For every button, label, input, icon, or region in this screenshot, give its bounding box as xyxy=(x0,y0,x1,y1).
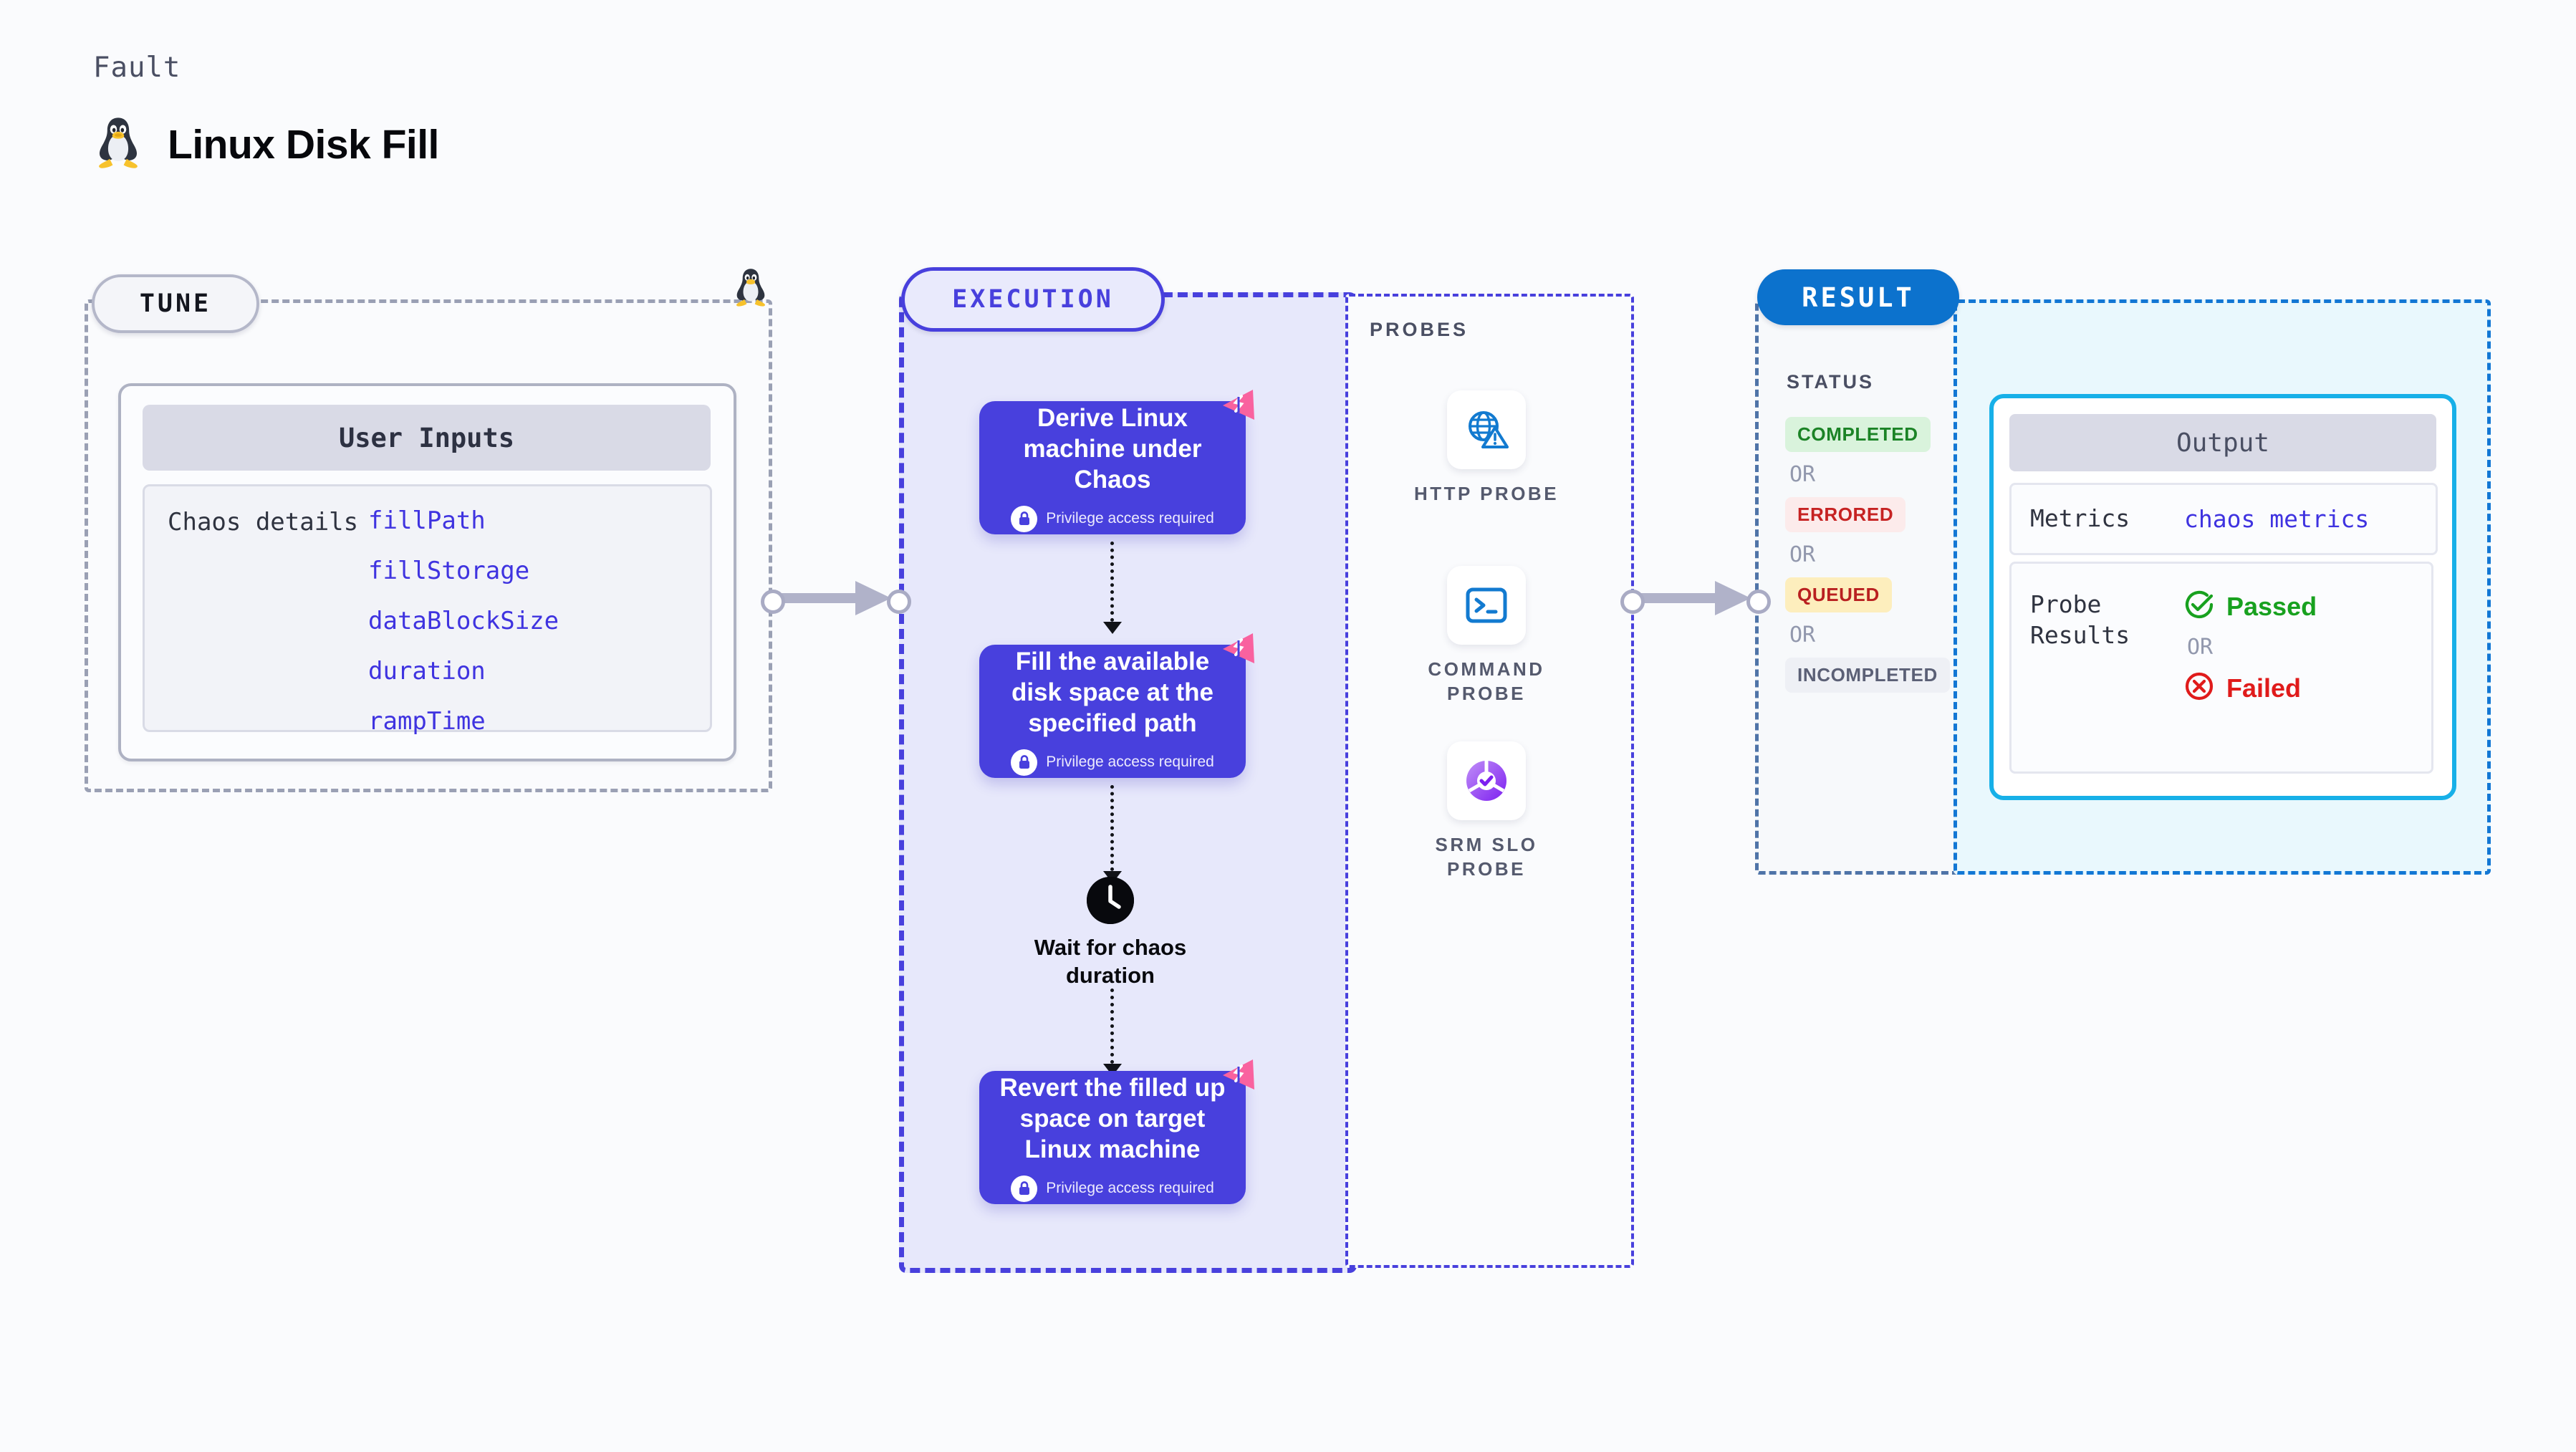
execution-step-card[interactable]: Derive Linux machine under Chaos Privile… xyxy=(979,390,1254,534)
chaos-param[interactable]: dataBlockSize xyxy=(368,607,559,635)
flow-arrow-icon xyxy=(1103,622,1122,634)
slo-donut-check-icon xyxy=(1447,741,1526,820)
chaos-param[interactable]: fillStorage xyxy=(368,557,530,585)
user-inputs-header: User Inputs xyxy=(143,405,711,471)
status-badge: ERRORED xyxy=(1785,497,1906,532)
page-kicker: Fault xyxy=(93,52,181,84)
wait-node-label: Wait for chaos duration xyxy=(1034,935,1187,988)
probe-item-srm-slo[interactable]: SRM SLO PROBE xyxy=(1411,741,1562,882)
tux-penguin-icon xyxy=(732,266,769,312)
flow-connector xyxy=(1110,542,1114,622)
check-circle-icon xyxy=(2184,590,2214,623)
connector-dot-left xyxy=(761,590,785,614)
status-list: COMPLETED OR ERRORED OR QUEUED OR INCOMP… xyxy=(1785,417,1950,693)
chaos-details-label: Chaos details xyxy=(168,508,359,537)
lock-icon xyxy=(1011,505,1038,532)
status-or-label: OR xyxy=(1789,542,1816,567)
status-or-label: OR xyxy=(1789,462,1816,487)
probe-label: SRM SLO PROBE xyxy=(1435,834,1538,880)
verdict-failed: Failed xyxy=(2184,671,2301,705)
fault-flag-icon xyxy=(1220,630,1257,671)
verdict-passed: Passed xyxy=(2184,590,2317,623)
metrics-value-link[interactable]: chaos metrics xyxy=(2184,505,2370,533)
privilege-note: Privilege access required xyxy=(1011,1175,1214,1202)
execution-step-title: Derive Linux machine under Chaos xyxy=(1023,404,1202,494)
user-inputs-card: User Inputs Chaos details fillPath fillS… xyxy=(118,383,736,761)
connector-dot-right xyxy=(1746,590,1771,614)
page-title: Linux Disk Fill xyxy=(168,121,439,168)
lock-icon xyxy=(1011,1175,1038,1202)
probe-label: HTTP PROBE xyxy=(1413,483,1559,504)
privilege-note: Privilege access required xyxy=(1011,749,1214,776)
status-or-label: OR xyxy=(1789,622,1816,648)
terminal-prompt-icon xyxy=(1447,566,1526,645)
x-circle-icon xyxy=(2184,671,2214,705)
passed-label: Passed xyxy=(2226,591,2317,621)
connector-probes-to-result xyxy=(1620,577,1771,620)
status-title: STATUS xyxy=(1787,371,1874,393)
probe-label: COMMAND PROBE xyxy=(1428,658,1545,704)
chaos-param[interactable]: duration xyxy=(368,657,486,686)
lock-icon xyxy=(1011,749,1038,776)
execution-step-card[interactable]: Revert the filled up space on target Lin… xyxy=(979,1059,1254,1204)
probes-title: PROBES xyxy=(1370,319,1469,340)
privilege-text: Privilege access required xyxy=(1046,510,1214,527)
output-card-header: Output xyxy=(2009,414,2436,471)
privilege-note: Privilege access required xyxy=(1011,505,1214,532)
connector-dot-right xyxy=(887,590,911,614)
tune-panel xyxy=(85,299,772,792)
user-inputs-body: Chaos details fillPath fillStorage dataB… xyxy=(143,484,712,736)
chaos-params-list: fillPath fillStorage dataBlockSize durat… xyxy=(368,506,559,736)
execution-step-title: Fill the available disk space at the spe… xyxy=(1011,648,1214,737)
chaos-param[interactable]: fillPath xyxy=(368,506,486,535)
status-badge: QUEUED xyxy=(1785,577,1892,612)
connector-dot-left xyxy=(1620,590,1645,614)
status-badge: COMPLETED xyxy=(1785,417,1931,452)
execution-step-card[interactable]: Fill the available disk space at the spe… xyxy=(979,633,1254,778)
tux-penguin-icon xyxy=(93,115,143,174)
status-badge: INCOMPLETED xyxy=(1785,658,1950,693)
chaos-param[interactable]: rampTime xyxy=(368,707,486,736)
output-card: Output Metrics chaos metrics Probe Resul… xyxy=(1989,394,2456,800)
failed-label: Failed xyxy=(2226,673,2302,703)
flow-connector xyxy=(1110,989,1114,1064)
probe-results-label: Probe Results xyxy=(2030,590,2130,649)
execution-step-title: Revert the filled up space on target Lin… xyxy=(999,1074,1226,1163)
execution-badge[interactable]: EXECUTION xyxy=(901,267,1165,332)
globe-warning-icon xyxy=(1447,390,1526,469)
tune-badge[interactable]: TUNE xyxy=(92,274,259,333)
probe-item-http[interactable]: HTTP PROBE xyxy=(1411,390,1562,506)
probe-item-command[interactable]: COMMAND PROBE xyxy=(1411,566,1562,706)
wait-node: Wait for chaos duration xyxy=(1003,877,1218,990)
output-metrics-row: Metrics chaos metrics xyxy=(2009,483,2438,555)
page-title-row: Linux Disk Fill xyxy=(93,115,439,174)
connector-tune-to-execution xyxy=(761,577,911,620)
verdict-or-label: OR xyxy=(2187,635,2214,660)
metrics-label: Metrics xyxy=(2030,504,2130,533)
flow-connector xyxy=(1110,785,1114,871)
output-probe-results-row: Probe Results Passed OR xyxy=(2009,562,2433,774)
privilege-text: Privilege access required xyxy=(1046,754,1214,771)
fault-flag-icon xyxy=(1220,1057,1257,1097)
privilege-text: Privilege access required xyxy=(1046,1180,1214,1197)
result-badge[interactable]: RESULT xyxy=(1757,269,1959,325)
clock-icon xyxy=(1087,877,1134,924)
fault-flag-icon xyxy=(1220,387,1257,428)
